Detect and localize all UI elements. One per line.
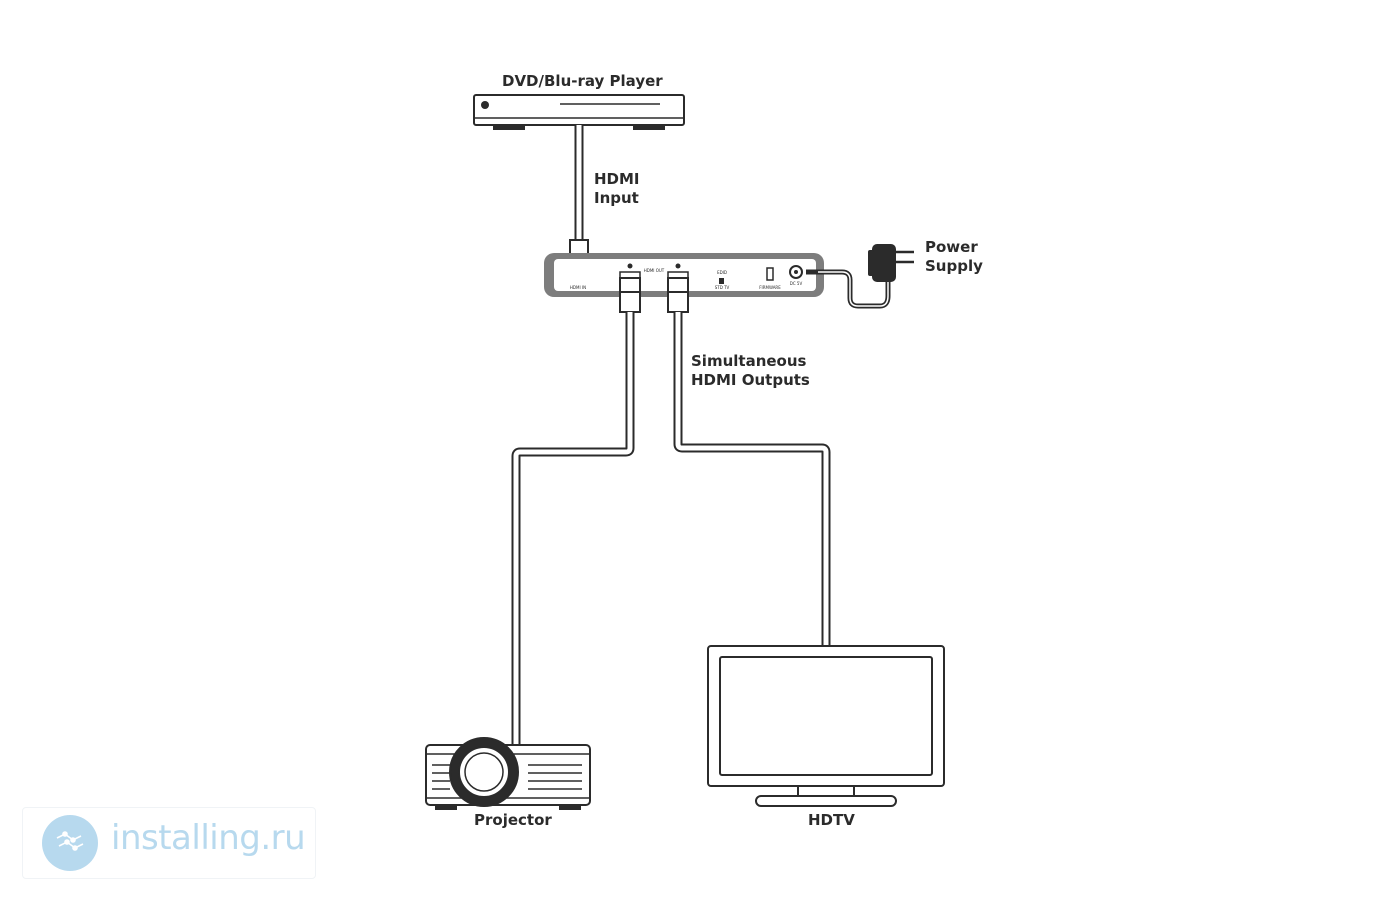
- hdmi-output-cable-hdtv: [673, 312, 831, 646]
- label-hdtv: HDTV: [808, 811, 855, 829]
- port-label-edid: EDID: [717, 270, 727, 275]
- label-outputs-line1: Simultaneous: [691, 352, 807, 370]
- hdmi-output-cable-projector: [511, 312, 635, 745]
- label-hdmi-input-line2: Input: [594, 189, 639, 207]
- label-power-supply: Power Supply: [925, 238, 983, 276]
- label-hdmi-input: HDMI Input: [594, 170, 640, 208]
- label-dvd-player: DVD/Blu-ray Player: [502, 72, 663, 90]
- label-power-supply-line2: Supply: [925, 257, 983, 275]
- port-label-hdmi-out: HDMI OUT: [644, 268, 665, 273]
- label-outputs-line2: HDMI Outputs: [691, 371, 810, 389]
- port-label-edid-sub: STD TV: [715, 285, 730, 290]
- watermark: installing.ru: [22, 807, 316, 879]
- port-label-firmware: FIRMWARE: [759, 285, 781, 290]
- dvd-player-device: [473, 94, 685, 130]
- label-power-supply-line1: Power: [925, 238, 978, 256]
- power-adapter: [806, 244, 914, 309]
- label-simultaneous-outputs: Simultaneous HDMI Outputs: [691, 352, 810, 390]
- port-label-dc: DC 5V: [790, 281, 803, 286]
- watermark-logo-icon: [42, 815, 98, 871]
- port-label-hdmi-in: HDMI IN: [570, 285, 586, 290]
- projector-device: [425, 737, 591, 810]
- label-projector: Projector: [474, 811, 552, 829]
- label-hdmi-input-line1: HDMI: [594, 170, 640, 188]
- watermark-text: installing.ru: [111, 818, 306, 858]
- hdmi-splitter-device: HDMI IN HDMI OUT EDID STD TV FIRMWARE DC…: [544, 253, 824, 297]
- hdtv-device: [707, 645, 945, 807]
